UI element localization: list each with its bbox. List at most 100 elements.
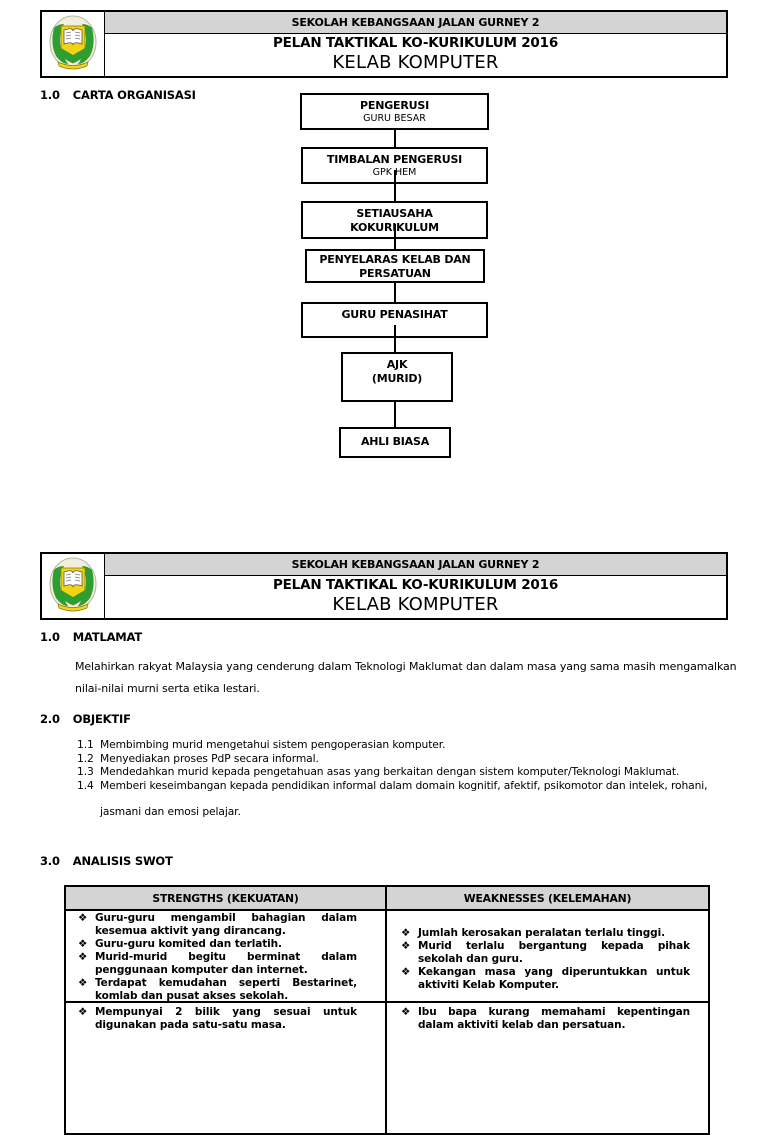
school-name: SEKOLAH KEBANGSAAN JALAN GURNEY 2	[105, 554, 726, 576]
school-name: SEKOLAH KEBANGSAAN JALAN GURNEY 2	[105, 12, 726, 34]
objective-number: 1.4	[77, 778, 94, 792]
diamond-bullet-icon: ❖	[401, 927, 411, 939]
swot-col-header-strengths: STRENGTHS (KEKUATAN)	[66, 887, 387, 909]
plan-title: PELAN TAKTIKAL KO-KURIKULUM 2016	[272, 577, 559, 594]
section-title: ANALISIS SWOT	[72, 854, 173, 868]
org-box-title: SETIAUSAHA	[356, 207, 433, 220]
swot-strengths-cell: ❖ Mempunyai 2 bilik yang sesuai untuk di…	[66, 1003, 387, 1133]
org-box-title: GURU PENASIHAT	[341, 308, 448, 321]
org-box-title: TIMBALAN PENGERUSI	[326, 153, 463, 166]
swot-row: ❖ Guru-guru mengambil bahagian dalam kes…	[66, 911, 708, 1003]
swot-strength-item: ❖ Guru-guru mengambil bahagian dalam kes…	[78, 912, 357, 938]
page2-header-banner: SEKOLAH KEBANGSAAN JALAN GURNEY 2 PELAN …	[40, 552, 728, 620]
org-box-ahli-biasa: AHLI BIASA	[339, 427, 451, 458]
objective-number: 1.1	[77, 738, 94, 751]
swot-item-text: Mempunyai 2 bilik yang sesuai untuk digu…	[95, 1006, 357, 1031]
section-number: 3.0	[40, 854, 60, 868]
swot-item-text: Kekangan masa yang diperuntukkan untuk a…	[418, 966, 690, 991]
swot-weakness-item: ❖ Murid terlalu bergantung kepada pihak …	[401, 940, 690, 966]
swot-item-text: Guru-guru komited dan terlatih.	[95, 938, 282, 950]
club-name: KELAB KOMPUTER	[332, 52, 499, 74]
connector-line	[394, 283, 396, 302]
diamond-bullet-icon: ❖	[78, 1006, 88, 1018]
swot-item-text: Jumlah kerosakan peralatan terlalu tingg…	[418, 927, 665, 939]
page1-header-banner: SEKOLAH KEBANGSAAN JALAN GURNEY 2 PELAN …	[40, 10, 728, 78]
swot-item-text: Murid terlalu bergantung kepada pihak se…	[418, 940, 690, 965]
org-box-title: AHLI BIASA	[360, 435, 430, 448]
diamond-bullet-icon: ❖	[401, 940, 411, 952]
swot-weaknesses-cell: ❖ Ibu bapa kurang memahami kepentingan d…	[387, 1003, 708, 1133]
header-titles: PELAN TAKTIKAL KO-KURIKULUM 2016 KELAB K…	[105, 34, 726, 76]
section-title: CARTA ORGANISASI	[72, 88, 196, 102]
diamond-bullet-icon: ❖	[78, 938, 88, 950]
swot-strength-item: ❖ Mempunyai 2 bilik yang sesuai untuk di…	[78, 1006, 357, 1032]
school-crest-icon	[48, 14, 98, 74]
section-title: OBJEKTIF	[72, 712, 131, 726]
connector-line	[394, 170, 396, 202]
section-number: 1.0	[40, 88, 60, 102]
objective-item: 1.2 Menyediakan proses PdP secara inform…	[77, 752, 765, 766]
header-text-block: SEKOLAH KEBANGSAAN JALAN GURNEY 2 PELAN …	[105, 554, 726, 618]
org-box-penyelaras: PENYELARAS KELAB DAN PERSATUAN	[305, 249, 485, 283]
swot-item-text: Murid-murid begitu berminat dalam penggu…	[95, 951, 357, 976]
diamond-bullet-icon: ❖	[78, 951, 88, 963]
connector-line	[394, 402, 396, 427]
section-title: MATLAMAT	[72, 630, 143, 644]
org-box-ajk-murid: AJK (MURID)	[341, 352, 453, 402]
objective-item: 1.1 Membimbing murid mengetahui sistem p…	[77, 738, 765, 752]
swot-table: STRENGTHS (KEKUATAN) WEAKNESSES (KELEMAH…	[64, 885, 710, 1135]
swot-strength-item: ❖ Terdapat kemudahan seperti Bestarinet,…	[78, 977, 357, 1001]
swot-weakness-item: ❖ Kekangan masa yang diperuntukkan untuk…	[401, 966, 690, 992]
diamond-bullet-icon: ❖	[401, 1006, 411, 1018]
swot-row: ❖ Mempunyai 2 bilik yang sesuai untuk di…	[66, 1003, 708, 1133]
objective-text: Menyediakan proses PdP secara informal.	[100, 751, 319, 765]
objective-number: 1.3	[77, 765, 94, 778]
header-titles: PELAN TAKTIKAL KO-KURIKULUM 2016 KELAB K…	[105, 576, 726, 618]
section-number: 1.0	[40, 630, 60, 644]
org-box-title: AJK	[386, 358, 408, 371]
document-view: SEKOLAH KEBANGSAAN JALAN GURNEY 2 PELAN …	[40, 10, 765, 1135]
swot-strengths-cell: ❖ Guru-guru mengambil bahagian dalam kes…	[66, 911, 387, 1001]
section-heading-matlamat: 1.0 MATLAMAT	[40, 630, 142, 644]
swot-strength-item: ❖ Guru-guru komited dan terlatih.	[78, 938, 357, 951]
org-box-subtitle: GURU BESAR	[363, 112, 426, 124]
objective-number: 1.2	[77, 751, 94, 765]
diamond-bullet-icon: ❖	[78, 977, 88, 989]
swot-weakness-item: ❖ Jumlah kerosakan peralatan terlalu tin…	[401, 927, 690, 940]
header-text-block: SEKOLAH KEBANGSAAN JALAN GURNEY 2 PELAN …	[105, 12, 726, 76]
swot-col-header-weaknesses: WEAKNESSES (KELEMAHAN)	[463, 891, 632, 905]
section-heading-carta-organisasi: 1.0 CARTA ORGANISASI	[40, 88, 196, 102]
org-box-subtitle: PERSATUAN	[359, 266, 431, 280]
swot-weaknesses-cell: ❖ Jumlah kerosakan peralatan terlalu tin…	[387, 911, 708, 1001]
swot-header-row: STRENGTHS (KEKUATAN) WEAKNESSES (KELEMAH…	[66, 887, 708, 911]
swot-item-text: Guru-guru mengambil bahagian dalam kesem…	[95, 912, 357, 937]
objective-item: 1.4 Memberi keseimbangan kepada pendidik…	[77, 779, 765, 793]
club-name: KELAB KOMPUTER	[332, 594, 499, 616]
connector-line	[394, 224, 396, 266]
org-box-title: PENYELARAS KELAB DAN	[319, 253, 471, 266]
connector-line	[394, 325, 396, 352]
plan-title: PELAN TAKTIKAL KO-KURIKULUM 2016	[272, 35, 559, 52]
connector-line	[394, 130, 396, 148]
objective-text: Mendedahkan murid kepada pengetahuan asa…	[100, 765, 680, 778]
objective-continuation: jasmani dan emosi pelajar.	[100, 805, 241, 818]
org-box-title: PENGERUSI	[360, 99, 429, 112]
logo-cell	[42, 554, 105, 618]
objective-text: Membimbing murid mengetahui sistem pengo…	[100, 738, 446, 751]
objective-text: Memberi keseimbangan kepada pendidikan i…	[100, 778, 708, 792]
objective-item: 1.3 Mendedahkan murid kepada pengetahuan…	[77, 765, 765, 779]
school-crest-icon	[48, 556, 98, 616]
swot-item-text: Terdapat kemudahan seperti Bestarinet, k…	[95, 977, 357, 1001]
swot-item-text: Ibu bapa kurang memahami kepentingan dal…	[418, 1006, 690, 1031]
swot-weakness-item: ❖ Ibu bapa kurang memahami kepentingan d…	[401, 1006, 690, 1032]
matlamat-body-text: Melahirkan rakyat Malaysia yang cenderun…	[75, 660, 737, 695]
logo-cell	[42, 12, 105, 76]
swot-strength-item: ❖ Murid-murid begitu berminat dalam peng…	[78, 951, 357, 977]
section-heading-objektif: 2.0 OBJEKTIF	[40, 712, 131, 726]
section-heading-analisis-swot: 3.0 ANALISIS SWOT	[40, 854, 173, 868]
org-box-pengerusi: PENGERUSI GURU BESAR	[300, 93, 489, 130]
section-number: 2.0	[40, 712, 60, 726]
diamond-bullet-icon: ❖	[78, 912, 88, 924]
org-box-subtitle: (MURID)	[371, 371, 423, 385]
diamond-bullet-icon: ❖	[401, 966, 411, 978]
